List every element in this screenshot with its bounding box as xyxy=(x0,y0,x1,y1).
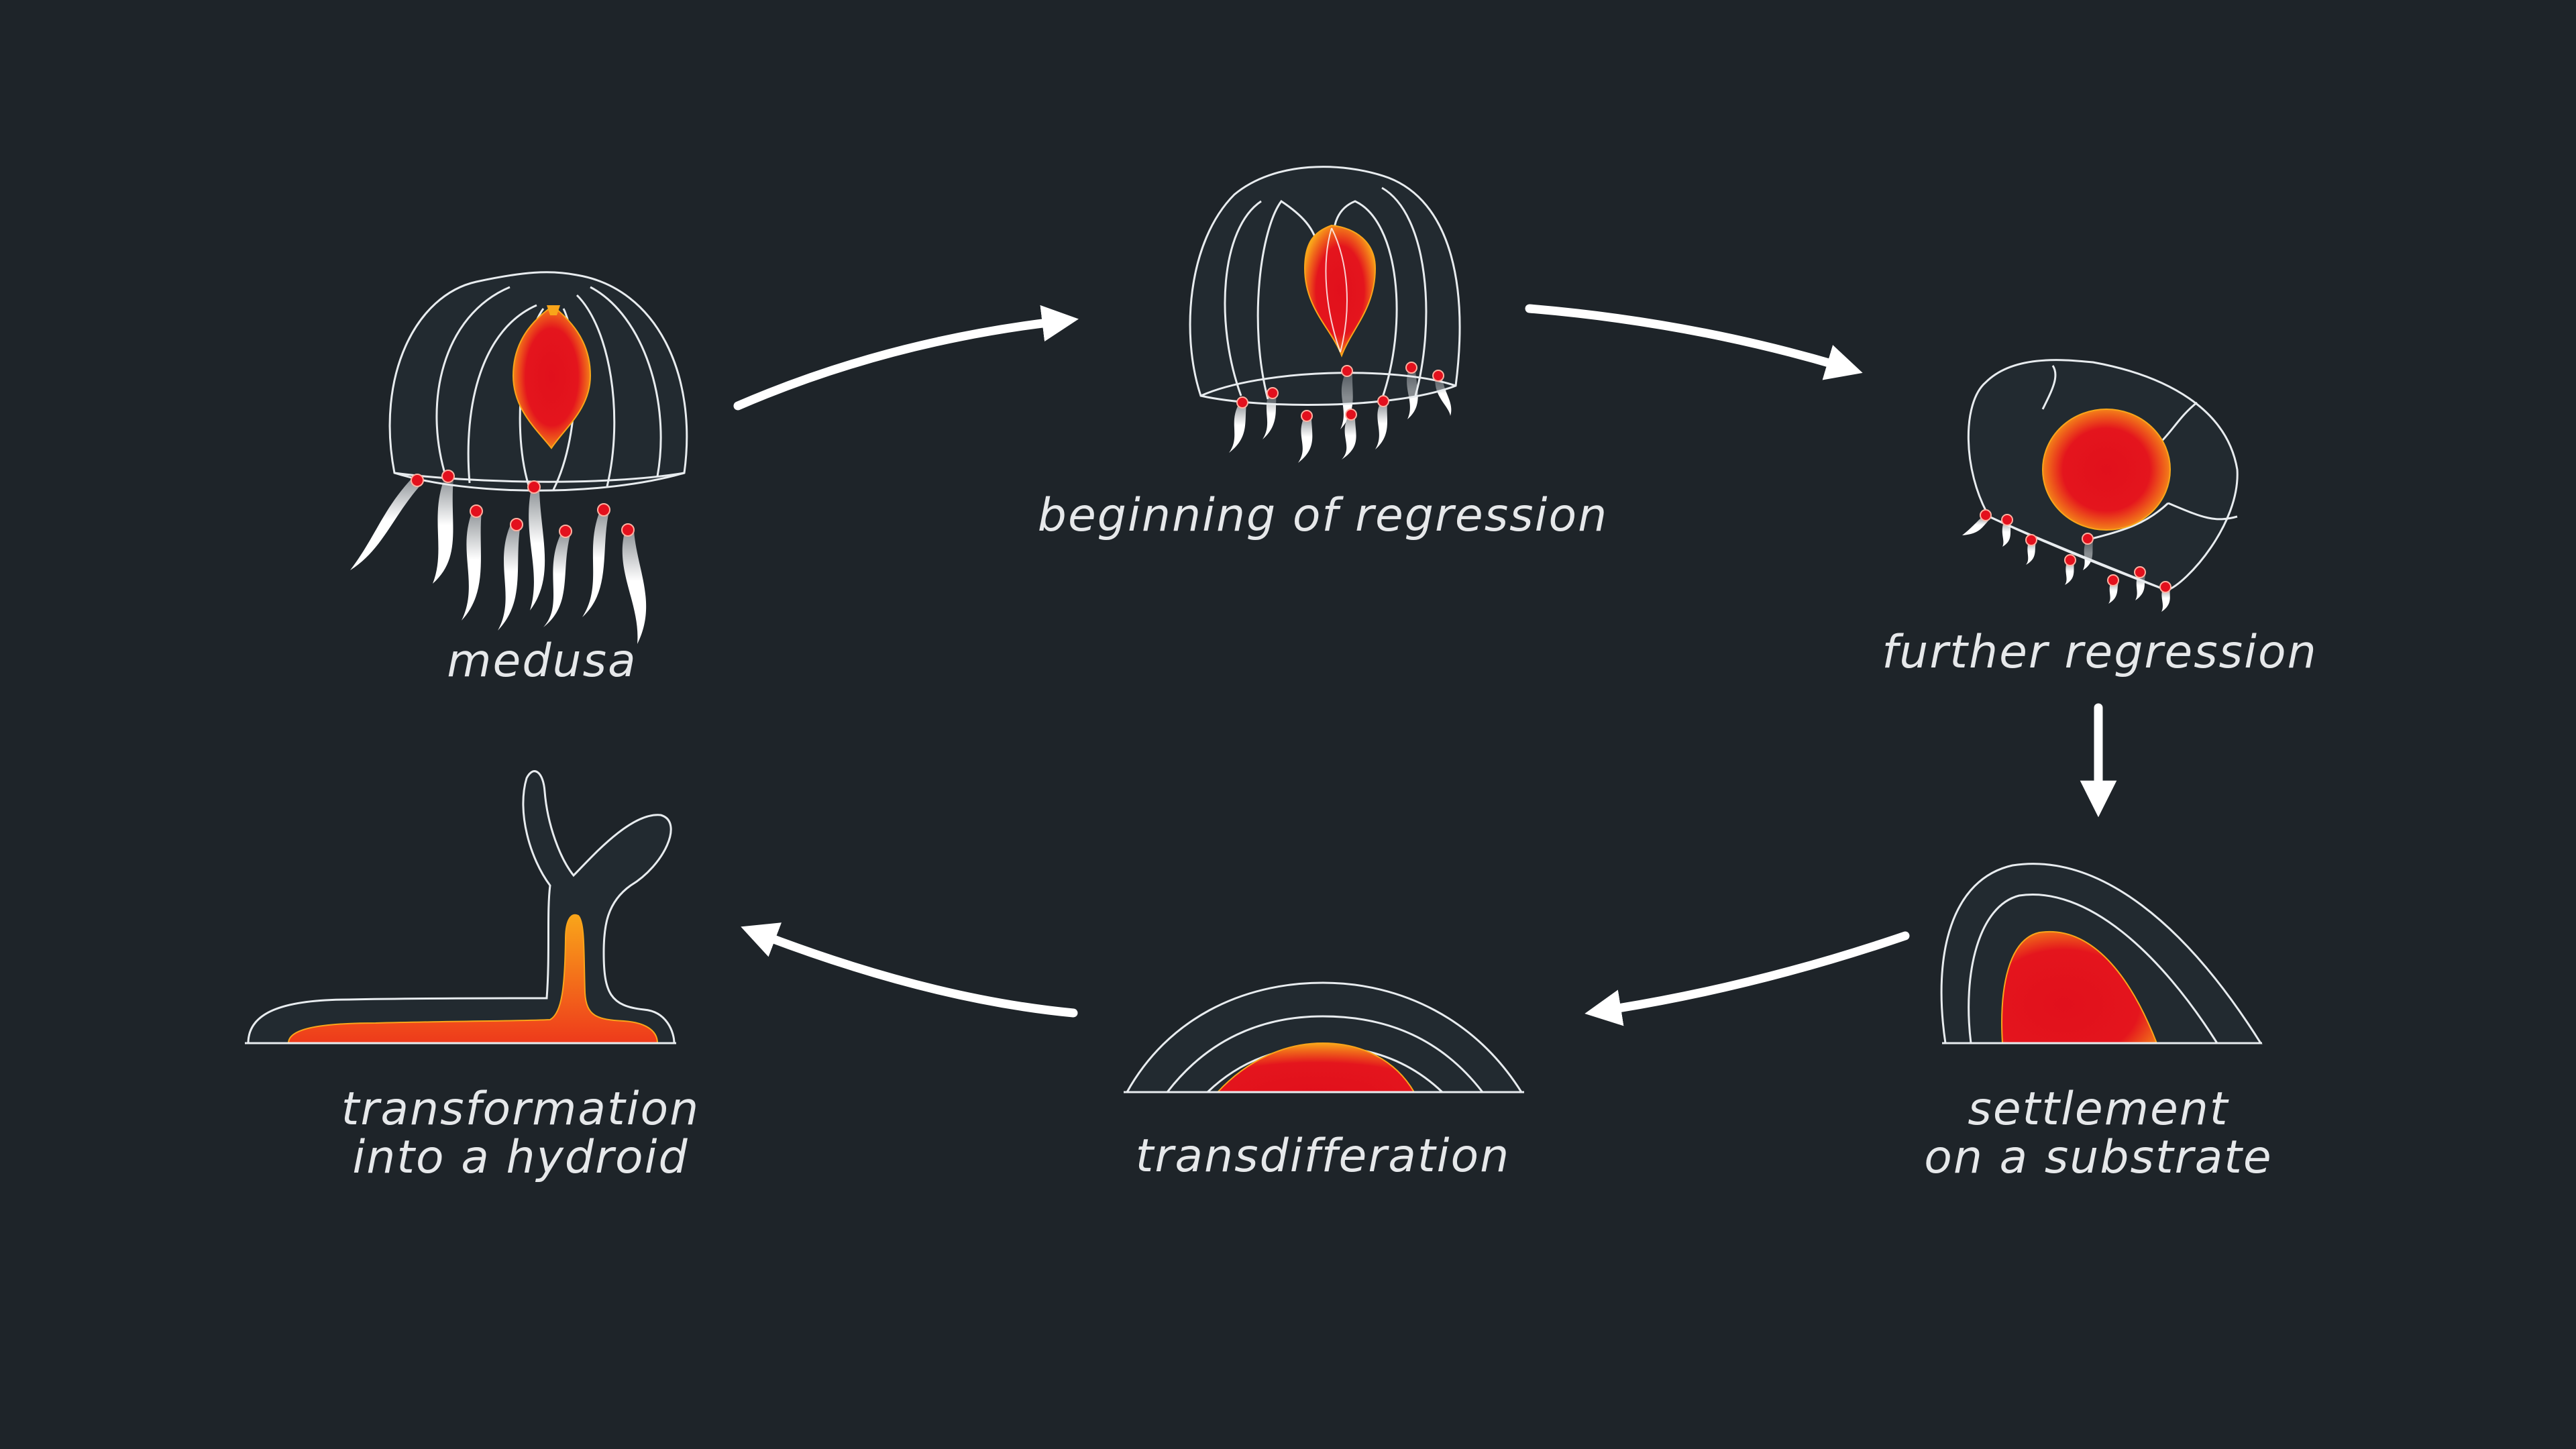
regressed-tentacle-bulbs xyxy=(1980,509,2171,593)
label-settlement-line-2: on a substrate xyxy=(1924,1131,2273,1184)
regressed-gonad xyxy=(2042,409,2171,531)
regressed-medusa-icon xyxy=(1962,359,2239,612)
medusa-tentacles xyxy=(350,478,647,644)
cyst-middle-layer xyxy=(1166,1015,1484,1093)
label-transdifferentiation: transdifferation xyxy=(1136,1132,1510,1181)
arrow-beginning-to-further xyxy=(1525,304,1863,380)
label-settlement: settlement on a substrate xyxy=(1924,1085,2273,1182)
cyst-outer-layer xyxy=(1125,981,1523,1093)
medusa-tentacle-bulbs xyxy=(411,470,635,538)
label-hydroid-line-2: into a hydroid xyxy=(352,1131,689,1184)
arrow-transdifferentiation-to-hydroid xyxy=(741,922,1078,1018)
regressing-gonad-lobes xyxy=(1325,227,1348,353)
cyst-icon xyxy=(1124,981,1524,1093)
label-beginning-of-regression: beginning of regression xyxy=(1038,492,1608,540)
label-hydroid-line-1: transformation xyxy=(341,1083,700,1136)
label-further-line-1: further regression xyxy=(1882,626,2318,679)
settled-cyst-icon xyxy=(1940,863,2263,1044)
hydroid-stolon xyxy=(287,914,659,1044)
label-settlement-line-1: settlement xyxy=(1968,1083,2229,1136)
label-further-regression: further regression xyxy=(1882,629,2317,677)
settled-middle-layer xyxy=(1968,894,2218,1044)
settled-gonad xyxy=(2001,930,2158,1044)
medusa-manubrium xyxy=(547,305,560,315)
regressing-canals xyxy=(1200,186,1456,400)
hydroid-polyp-icon xyxy=(245,770,676,1044)
label-hydroid: transformation into a hydroid xyxy=(341,1085,700,1182)
label-transdifferentiation-line-1: transdifferation xyxy=(1135,1130,1511,1183)
regressing-tentacle-bulbs xyxy=(1236,362,1444,422)
cyst-gonad xyxy=(1216,1042,1415,1093)
arrow-medusa-to-beginning xyxy=(733,305,1079,411)
medusa-jellyfish-icon xyxy=(350,271,688,644)
arrow-settlement-to-transdifferentiation xyxy=(1585,931,1910,1026)
medusa-gonad xyxy=(512,305,592,449)
label-medusa: medusa xyxy=(447,637,637,686)
regressing-gonad xyxy=(1303,224,1377,358)
regressed-canals xyxy=(1988,365,2238,592)
label-beginning-line-1: beginning of regression xyxy=(1037,489,1609,542)
regressing-medusa-icon xyxy=(1189,166,1461,463)
label-medusa-line-1: medusa xyxy=(447,635,637,688)
